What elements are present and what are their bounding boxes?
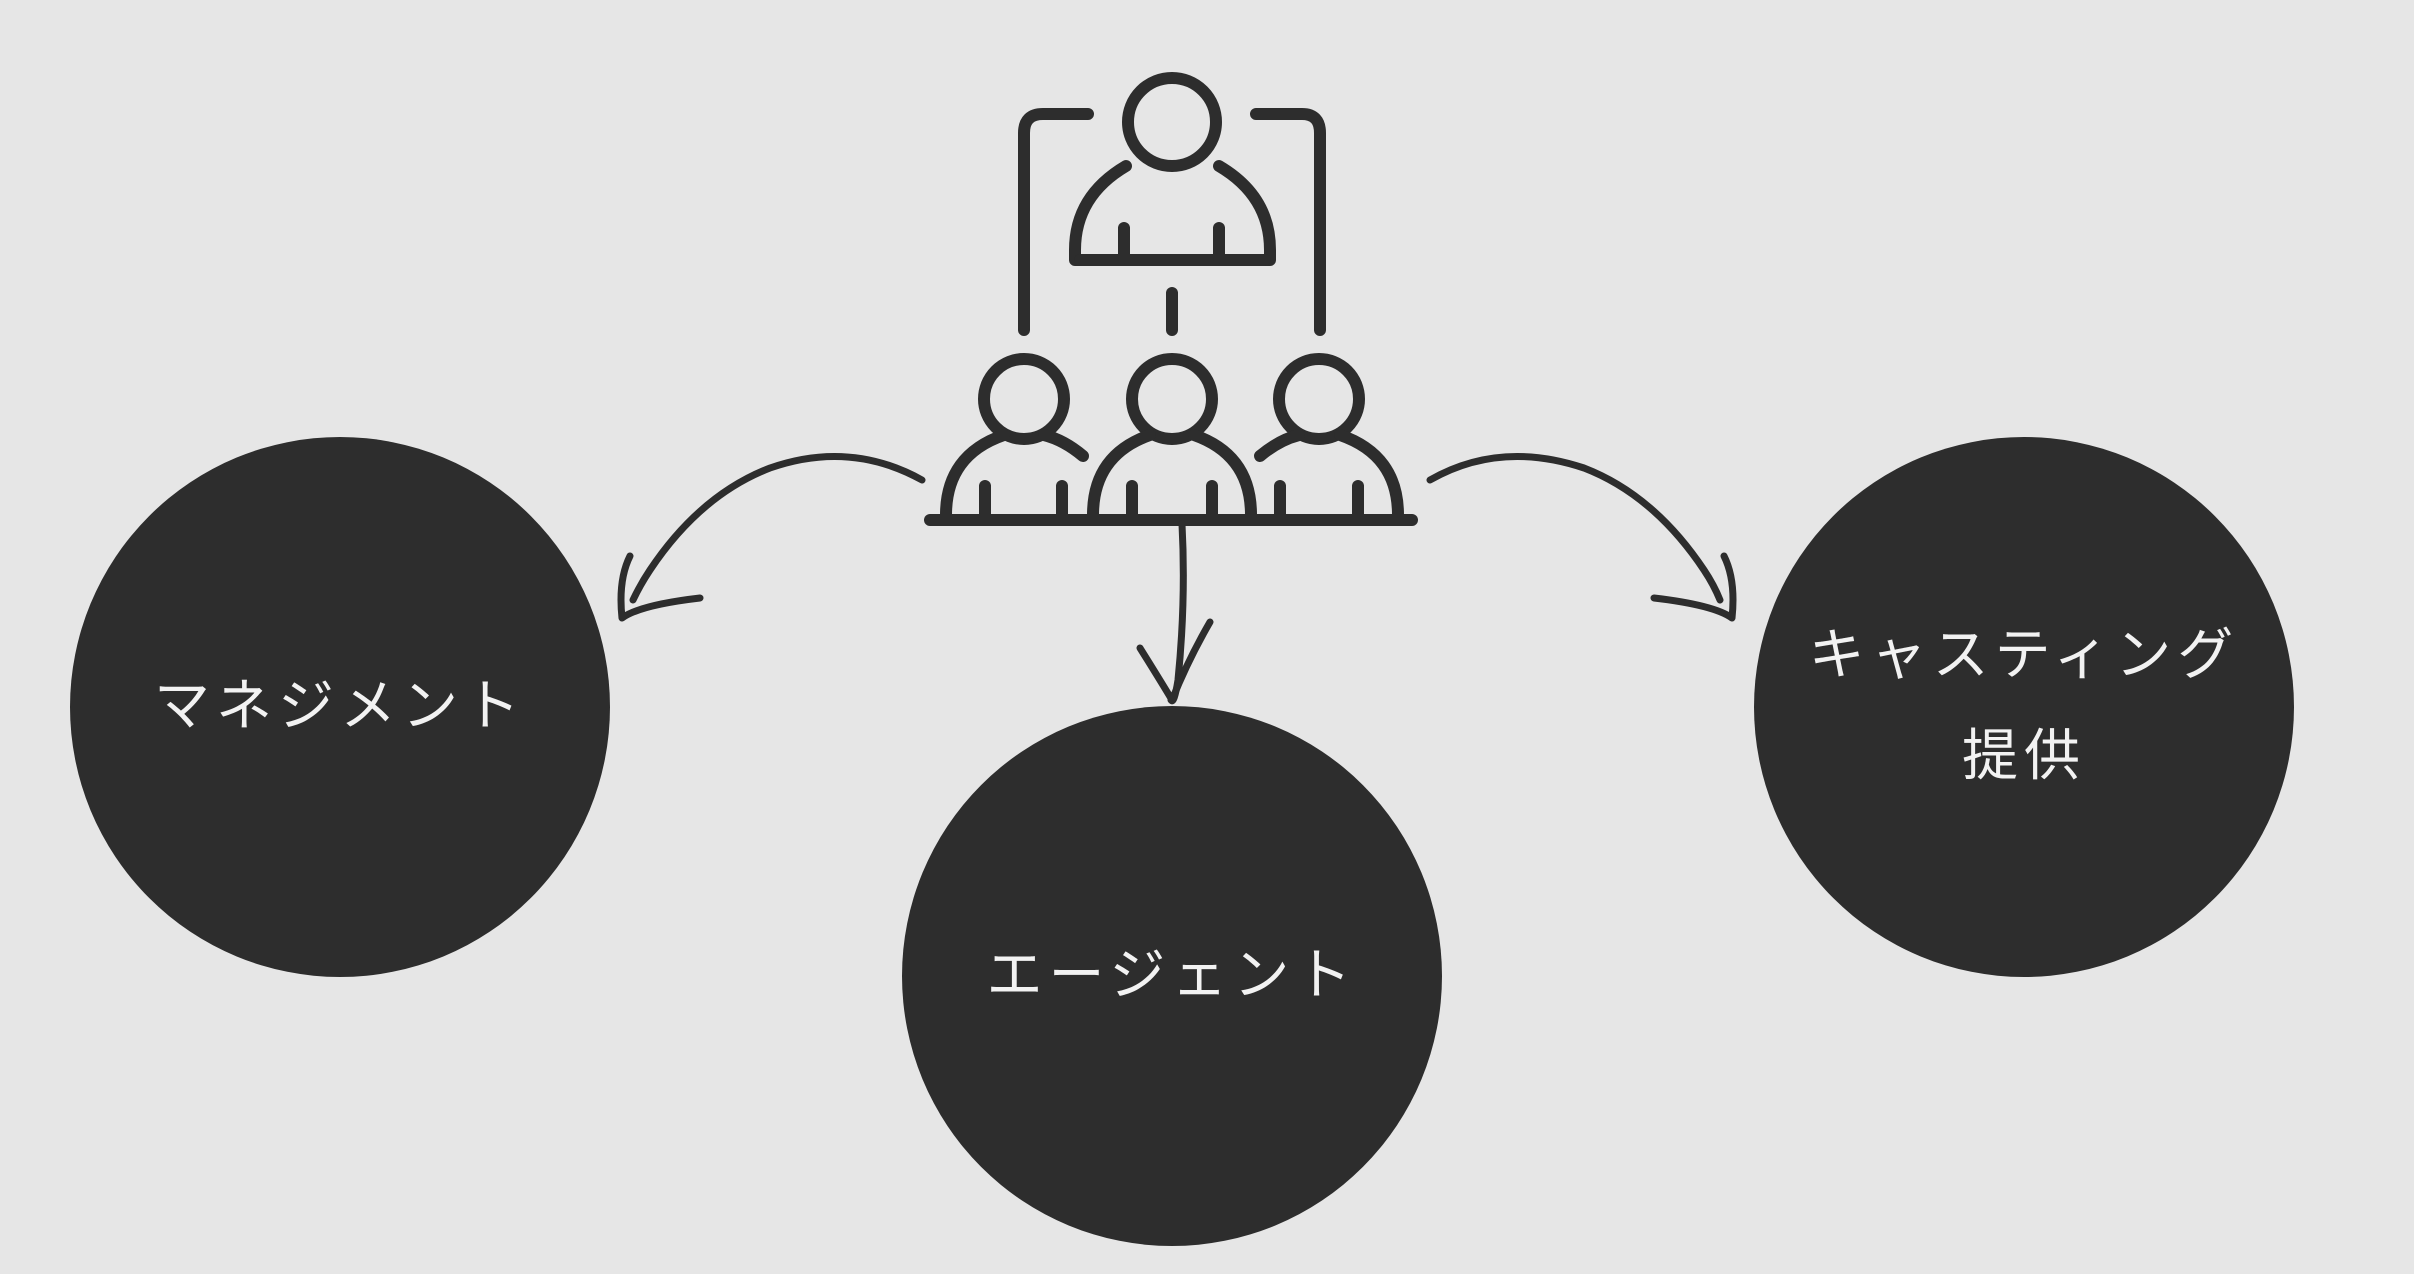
node-label-casting: キャスティング 提供 bbox=[1808, 623, 2240, 789]
people-hierarchy-icon bbox=[924, 72, 1418, 526]
node-label-management: マネジメント bbox=[154, 673, 526, 739]
node-management: マネジメント bbox=[70, 437, 610, 977]
arrow-to-casting bbox=[1426, 453, 1737, 622]
arrow-to-agent bbox=[1136, 520, 1214, 705]
arrow-to-management bbox=[617, 453, 926, 622]
node-label-agent: エージェント bbox=[986, 942, 1358, 1008]
node-agent: エージェント bbox=[902, 706, 1442, 1246]
node-casting: キャスティング 提供 bbox=[1754, 437, 2294, 977]
